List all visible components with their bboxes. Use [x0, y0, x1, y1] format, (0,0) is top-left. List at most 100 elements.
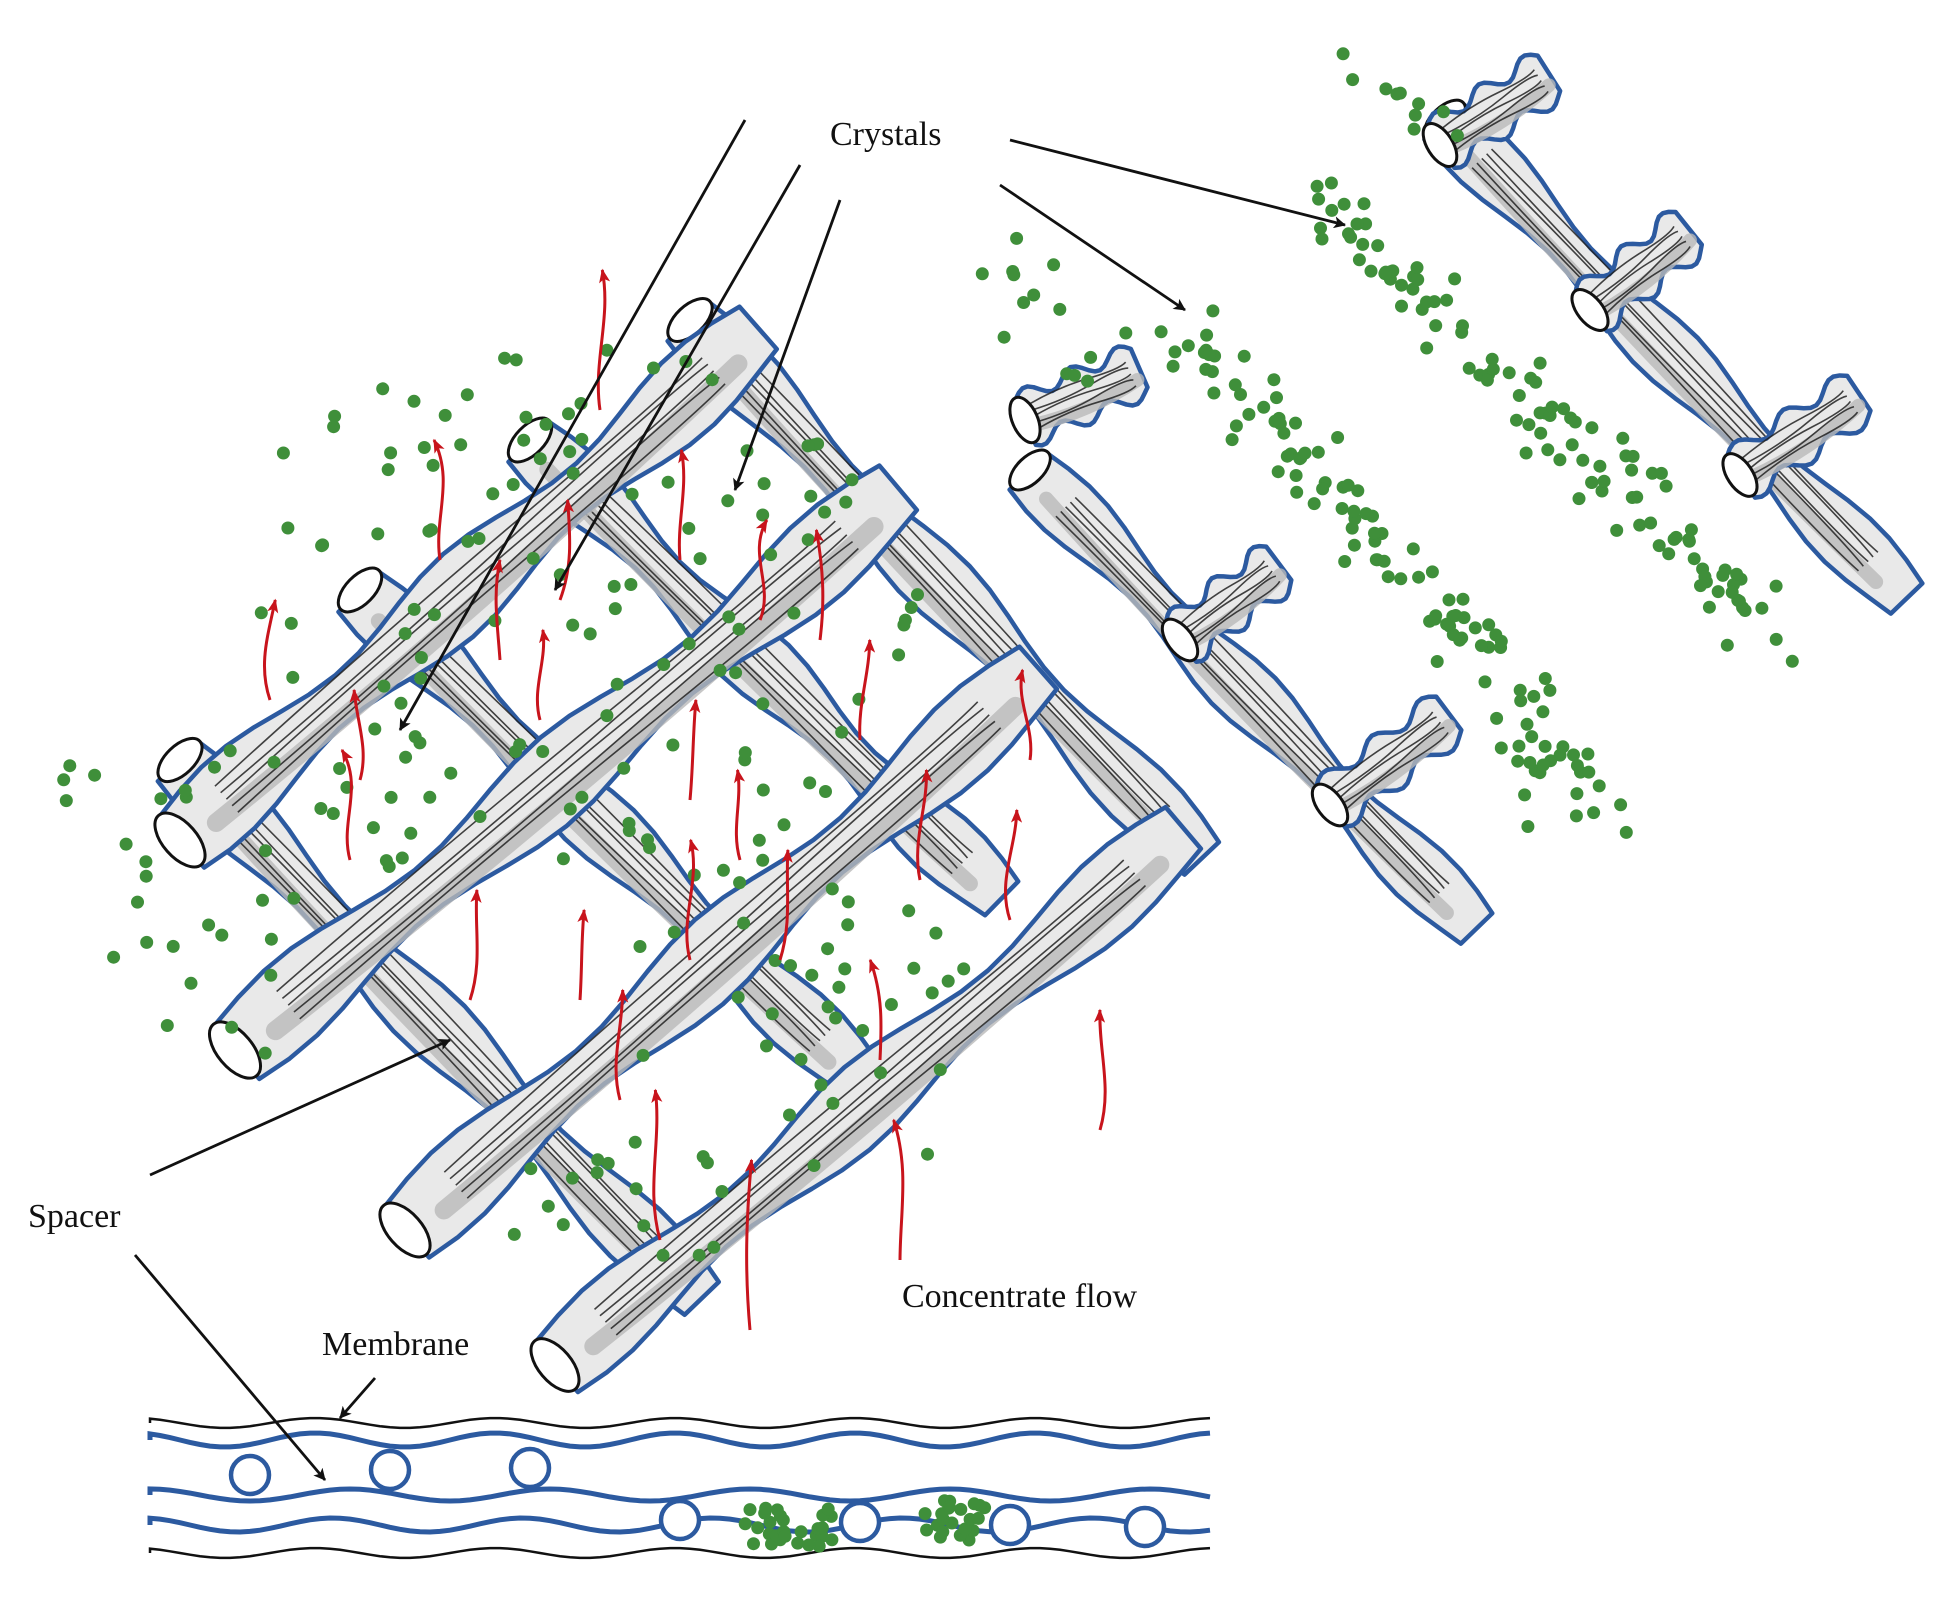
- crystal-dot: [1338, 555, 1352, 568]
- crystal-dot: [1553, 748, 1567, 762]
- crystal-dot: [1570, 759, 1584, 772]
- crystal-dot: [1166, 359, 1180, 373]
- crystal-dot: [1755, 601, 1769, 615]
- crystal-dot: [368, 722, 382, 736]
- crystal-dot: [1585, 421, 1599, 435]
- crystal-dot: [1633, 518, 1647, 532]
- crystal-dot: [160, 1019, 174, 1032]
- crystal-dot: [1347, 538, 1361, 552]
- crystal-dot: [1669, 530, 1683, 544]
- crystal-dot: [506, 478, 520, 491]
- crystal-dot: [1462, 361, 1476, 375]
- crystal-dot: [821, 1502, 835, 1516]
- crystal-dot: [575, 790, 589, 804]
- crystal-dot: [1271, 465, 1285, 479]
- crystal-dot: [600, 709, 614, 723]
- crystal-dot: [316, 538, 330, 552]
- crystal-dot: [184, 976, 198, 990]
- crystal-dot: [920, 1523, 934, 1537]
- crystal-dot: [1644, 516, 1658, 530]
- crystal-dot: [154, 792, 168, 806]
- crystal-dot: [1626, 449, 1640, 463]
- crystal-dot: [1625, 463, 1639, 477]
- crystal-dot: [942, 1500, 956, 1514]
- crystal-dot: [1694, 579, 1707, 593]
- crystal-dot: [57, 773, 71, 787]
- crystal-dot: [381, 463, 395, 477]
- crystal-dot: [911, 588, 924, 602]
- crystal-dot: [1440, 617, 1454, 631]
- crystal-dot: [223, 744, 237, 758]
- crystal-dot: [874, 1066, 888, 1080]
- crystal-dot: [737, 916, 751, 930]
- pointer-arrow: [733, 199, 842, 491]
- crystal-dot: [1684, 523, 1698, 537]
- crystal-dot: [1538, 672, 1552, 685]
- concentrate-flow-label: Concentrate flow: [902, 1278, 1138, 1315]
- crystal-dot: [1394, 572, 1408, 586]
- crystal-dot: [752, 833, 766, 847]
- crystal-dot: [1453, 633, 1467, 647]
- crystal-dot: [821, 1000, 835, 1014]
- crystal-dot: [1168, 345, 1182, 359]
- crystal-dot: [426, 458, 440, 472]
- crystal-dot: [941, 974, 955, 988]
- crystal-dot: [783, 1108, 796, 1122]
- crystal-dot: [1597, 474, 1611, 488]
- crystal-dot: [507, 1227, 521, 1241]
- crystal-dot: [625, 487, 639, 501]
- crystal-dot: [825, 882, 839, 896]
- concentrate-flow-arrow: [349, 688, 365, 781]
- pointer-arrow: [1009, 138, 1346, 229]
- crystal-dot: [583, 627, 597, 641]
- crystal-dot: [628, 1135, 642, 1149]
- crystal-dot: [1430, 655, 1444, 668]
- channel-mid-line: [147, 1486, 1211, 1504]
- crystal-dot: [524, 1162, 538, 1176]
- crystal-dot: [1534, 426, 1548, 440]
- concentrate-flow-arrow: [1004, 808, 1023, 921]
- crystal-dot: [770, 1503, 784, 1517]
- crystal-dot: [460, 388, 474, 402]
- crystal-dot: [832, 980, 846, 994]
- crystal-dot: [756, 508, 770, 522]
- crystal-dot: [384, 790, 398, 804]
- crystal-dot: [276, 446, 290, 460]
- crystal-dot: [327, 420, 341, 434]
- crystal-dot: [600, 343, 614, 357]
- crystal-dot: [1352, 253, 1366, 267]
- crystal-dot: [328, 409, 342, 423]
- concentrate-flow-arrow: [577, 908, 589, 1001]
- crystal-dot: [119, 837, 133, 851]
- pointer-arrow: [553, 164, 802, 591]
- crystal-dot: [371, 527, 385, 541]
- crystal-dot: [1527, 689, 1541, 703]
- crystal-dot: [1336, 47, 1350, 61]
- crystal-dot: [417, 441, 431, 454]
- crystal-dot: [264, 968, 278, 982]
- crystal-dot: [1289, 469, 1303, 482]
- crystal-dot: [1538, 739, 1552, 753]
- concentrate-flow-arrow: [340, 748, 354, 861]
- crystal-dot: [1572, 492, 1586, 506]
- crystal-dot: [1379, 82, 1393, 96]
- spacer-filament-upper: [208, 463, 920, 1082]
- pointer-arrow: [999, 183, 1186, 312]
- crystal-dot: [1337, 197, 1351, 211]
- crystal-dot: [1053, 302, 1067, 316]
- crystal-dot: [743, 1503, 757, 1517]
- crystal-dot: [1522, 418, 1536, 432]
- crystal-dot: [1406, 542, 1420, 556]
- crystal-dot: [1081, 374, 1094, 388]
- crystal-dot: [539, 417, 553, 431]
- crystal-dot: [1395, 299, 1408, 313]
- crystal-dot: [1474, 639, 1488, 653]
- crystal-dot: [1536, 705, 1550, 719]
- crystal-dot: [1315, 232, 1329, 246]
- crystal-dot: [1738, 604, 1752, 617]
- concentrate-flow-arrow: [677, 448, 690, 561]
- crystal-dot: [1257, 400, 1271, 414]
- concentrate-flow-arrow: [733, 768, 746, 861]
- crystal-dot: [1270, 391, 1283, 405]
- concentrate-flow-arrow: [1093, 1008, 1107, 1131]
